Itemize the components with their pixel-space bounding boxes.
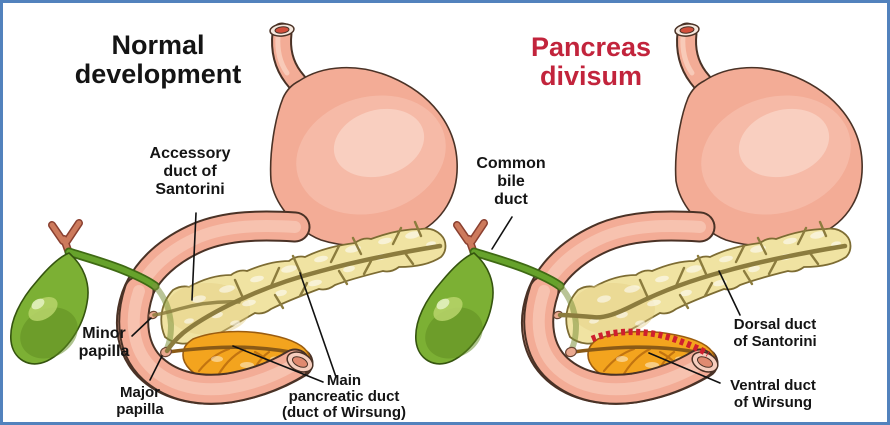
label-line: duct: [494, 190, 528, 208]
label-main-pancreatic-duct: Main pancreatic duct (duct of Wirsung): [273, 373, 415, 421]
title-line: divisum: [539, 61, 643, 92]
label-common-bile-duct: Common bile duct: [466, 155, 556, 209]
label-dorsal-duct: Dorsal duct of Santorini: [713, 316, 837, 351]
pointer-common-bile-duct: [491, 216, 513, 250]
title-pancreas-divisum: Pancreas divisum: [481, 32, 701, 92]
title-normal-development: Normal development: [58, 30, 258, 90]
accessory-duct-of-santorini: [152, 300, 241, 317]
label-ventral-duct: Ventral duct of Wirsung: [711, 377, 835, 412]
label-line: pancreatic duct: [288, 387, 400, 405]
label-line: of Santorini: [733, 332, 817, 350]
label-line: duct of: [163, 162, 217, 180]
label-line: Main: [326, 372, 362, 389]
title-line: Normal: [111, 30, 205, 60]
label-line: Accessory: [149, 145, 231, 162]
label-line: of Wirsung: [733, 393, 813, 411]
label-line: Minor: [82, 325, 126, 342]
label-line: (duct of Wirsung): [281, 403, 406, 421]
title-line: Pancreas: [530, 32, 652, 62]
dorsal-duct-of-santorini: [557, 220, 848, 320]
pointer-minor-papilla: [131, 317, 152, 337]
label-line: Dorsal duct: [733, 316, 817, 333]
anatomy-illustration: [3, 3, 890, 425]
label-line: bile: [497, 172, 525, 190]
label-major-papilla: Major papilla: [95, 384, 185, 419]
label-line: Ventral duct: [730, 377, 816, 394]
label-line: Santorini: [155, 180, 225, 198]
main-pancreatic-duct: [152, 220, 443, 354]
label-line: Major: [119, 384, 160, 401]
pointer-lines: [131, 212, 741, 384]
divisum-separation-dashes: [590, 328, 710, 357]
title-line: development: [74, 59, 242, 90]
panel-normal-anatomy: [11, 23, 460, 390]
label-line: Common: [476, 155, 546, 172]
label-accessory-duct: Accessory duct of Santorini: [130, 145, 250, 199]
pointer-main-duct-head: [232, 345, 324, 383]
label-line: papilla: [78, 342, 130, 360]
label-minor-papilla: Minor papilla: [61, 325, 147, 361]
panel-divisum-anatomy: [416, 23, 865, 390]
label-line: papilla: [116, 400, 164, 418]
pointer-main-duct-body: [299, 272, 337, 378]
pointer-major-papilla: [149, 355, 163, 381]
pointer-accessory-duct: [191, 212, 197, 301]
pointer-ventral-duct: [648, 352, 721, 384]
pointer-dorsal-duct: [718, 270, 741, 316]
